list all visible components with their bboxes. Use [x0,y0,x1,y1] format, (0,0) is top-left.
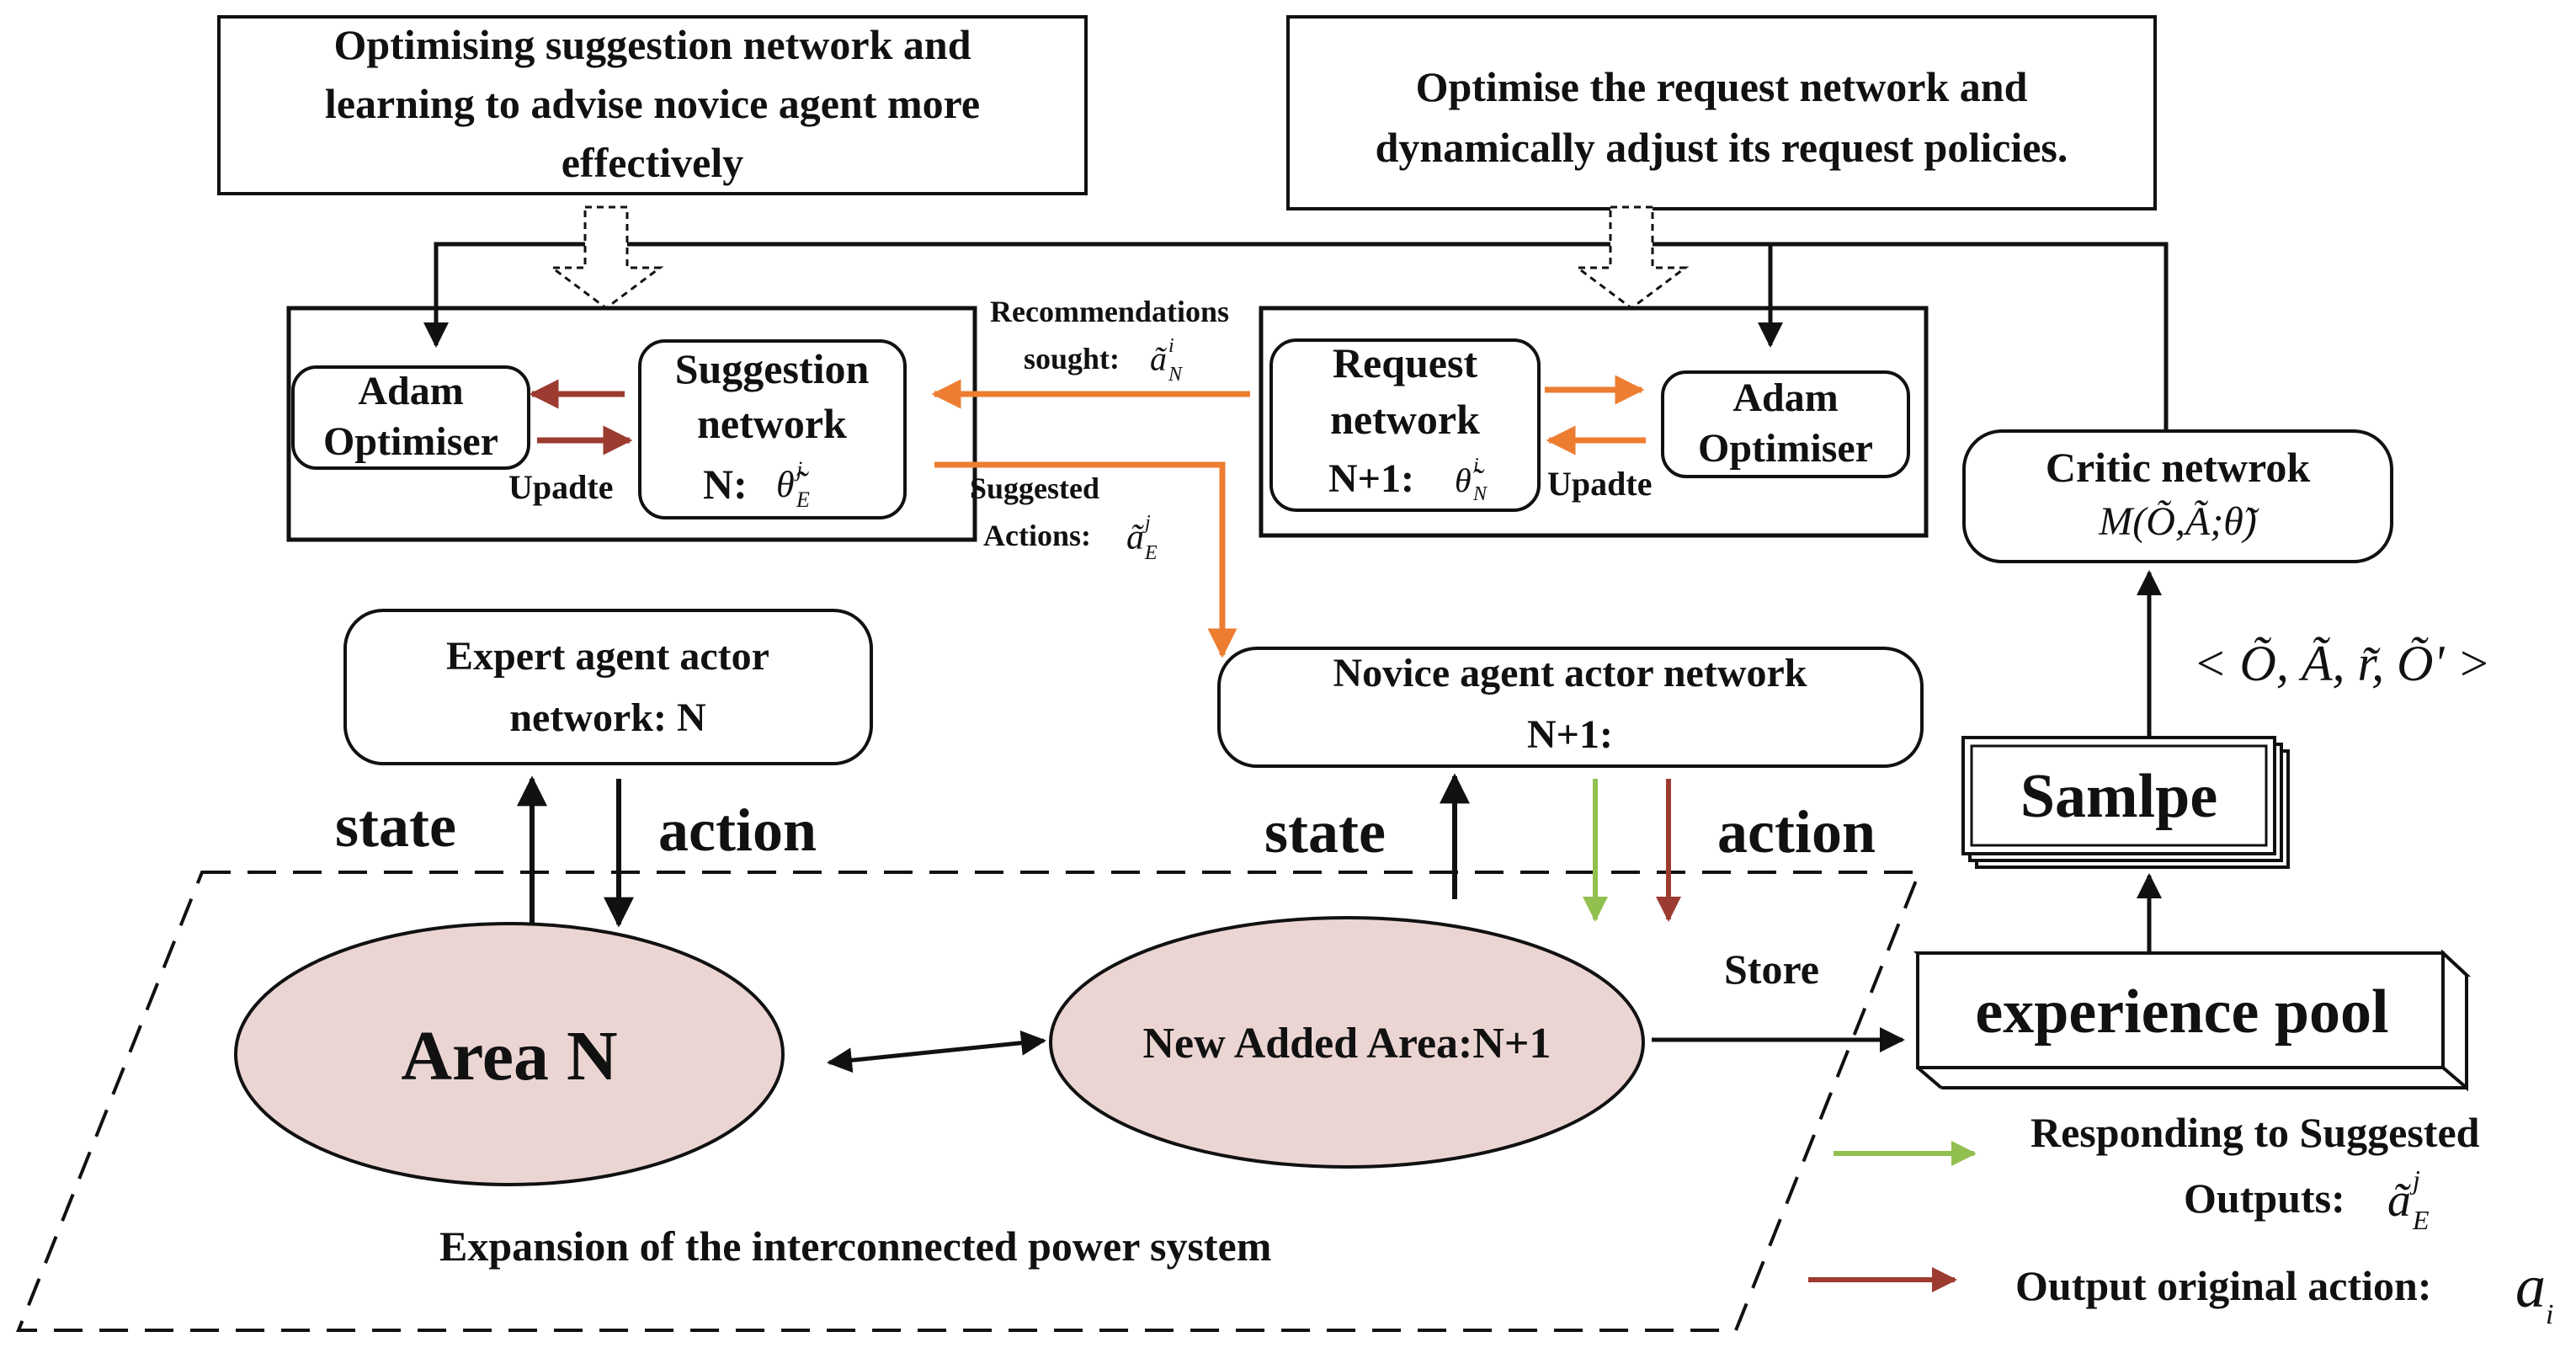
adam-optimiser-left [291,365,530,470]
request-optimisation-note [1286,15,2157,210]
adam-left-line1: Adam [358,369,463,413]
adam-right-line2: Optimiser [1698,426,1873,471]
note-left-hollow-arrow [548,205,664,310]
sug-sub: E [1144,542,1158,564]
novice-line2: N+1: [1527,712,1613,757]
suggestion-line1: Suggestion [675,345,870,392]
transition-tuple: < Õ, Ã, r̃, Õ' > [2193,636,2491,691]
rec-sup: i [1168,335,1174,357]
experience-pool-side [2441,949,2468,1092]
suggestion-param-sub: E [796,487,810,512]
left-action-label: action [658,796,817,864]
area-interconnection-arrow [827,1030,1046,1073]
suggestion-optimisation-note [217,15,1088,195]
legend-green-sub: E [2412,1205,2430,1235]
sug-sup: j [1142,512,1151,534]
area-n-label: Area N [401,1017,617,1095]
store-label: Store [1724,946,1819,993]
request-line2: network [1330,396,1480,443]
suggestion-prefix: N: [703,461,748,508]
request-param-sub: N [1472,483,1488,505]
rec-symbol: ã [1150,340,1167,378]
new-area-ellipse [1049,916,1645,1169]
request-network-box [1269,338,1541,512]
legend-green-line2: Outputs: [2184,1175,2345,1222]
expert-line2: network: N [509,695,706,740]
left-update-label: Upadte [508,468,613,506]
sample-box [1961,736,2276,855]
legend-green-symbol: ã [2387,1175,2411,1227]
power-system-region [16,871,1922,1332]
novice-line1: Novice agent actor network [1333,651,1807,695]
request-param-sup: i [1473,455,1479,477]
request-line1: Request [1333,339,1478,386]
area-n-ellipse [234,922,785,1186]
novice-actor-box [1217,647,1924,768]
experience-pool-label: experience pool [1975,977,2388,1047]
legend-green-sup: j [2409,1164,2420,1195]
experience-pool-box [1916,951,2445,1069]
suggested-line1: Suggested [970,471,1099,505]
legend-red-symbol: a [2515,1253,2546,1320]
adam-right-line1: Adam [1732,376,1838,420]
right-state-label: state [1264,798,1386,866]
left-state-label: state [335,792,456,860]
request-module [1259,306,1929,538]
note-left-line2: learning to advise novice agent more [325,80,980,127]
recommendations-line2: sought: [1024,342,1120,376]
note-right-hollow-arrow [1573,205,1690,310]
right-action-label: action [1717,798,1876,866]
adam-left-line2: Optimiser [323,419,498,464]
suggestion-network-box [638,339,907,519]
expert-actor-box [343,609,873,765]
legend-red-line: Output original action: [2015,1262,2431,1309]
sug-symbol: ã [1126,519,1144,557]
suggested-actions-arrow [934,461,1237,658]
legend-green-line1: Responding to Suggested [2030,1109,2480,1156]
right-update-label: Upadte [1547,465,1652,503]
recommendations-line1: Recommendations [990,295,1229,328]
adam-optimiser-right [1661,370,1910,478]
note-left-line1: Optimising suggestion network and [333,21,971,68]
request-prefix: N+1: [1328,456,1414,501]
system-caption: Expansion of the interconnected power sy… [439,1222,1271,1270]
suggestion-line2: network [697,400,847,447]
expert-line1: Expert agent actor [446,634,769,679]
note-left-line3: effectively [562,139,744,186]
sample-label: Samlpe [2020,762,2217,831]
feedback-bus [423,242,2169,431]
suggested-line2: Actions: [983,519,1091,552]
critic-line1: Critic netwrok [2046,444,2310,491]
legend-red-sub: i [2546,1299,2553,1330]
critic-formula: M(Õ,Ã;θ̃) [2098,499,2259,544]
new-area-label: New Added Area:N+1 [1142,1020,1551,1068]
note-right-line1: Optimise the request network and [1416,63,2028,110]
suggestion-param-sup: j [794,457,802,482]
suggestion-module [286,306,977,542]
critic-network-box [1962,429,2393,563]
rec-sub: N [1168,364,1184,386]
note-right-line2: dynamically adjust its request policies. [1376,124,2068,171]
